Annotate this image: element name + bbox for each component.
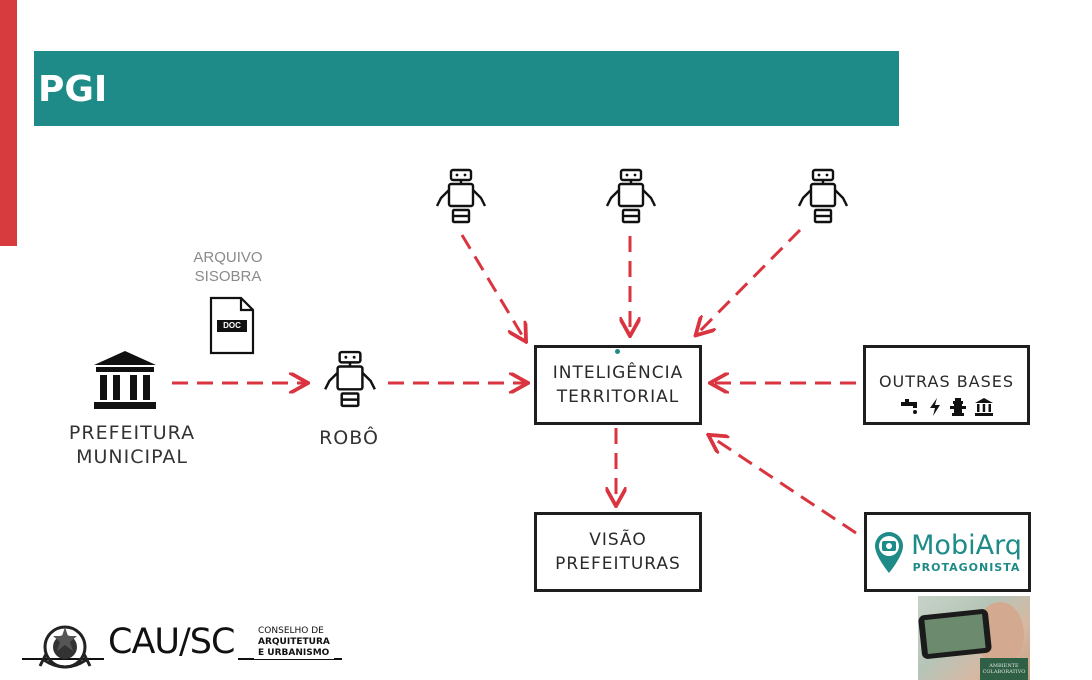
photo-caption-line2: COLABORATIVO	[982, 669, 1026, 675]
prefeitura-label-line1: PREFEITURA	[68, 422, 196, 444]
council-line1: CONSELHO DE	[258, 626, 324, 636]
inteligencia-line1: INTELIGÊNCIA	[552, 363, 684, 383]
arrow-robot1-to-inteligencia	[460, 234, 525, 340]
inteligencia-line2: TERRITORIAL	[556, 387, 680, 407]
title-band: PGI	[34, 51, 899, 126]
outras-bases-icons	[900, 398, 994, 416]
outras-bases-label: OUTRAS BASES	[878, 372, 1015, 391]
visao-prefeituras-box: VISÃO PREFEITURAS	[534, 512, 702, 592]
cau-sc-logo: CAU/SC	[104, 622, 239, 662]
bank-icon	[90, 349, 160, 411]
visao-line2: PREFEITURAS	[555, 554, 681, 574]
phone-shape	[918, 608, 993, 660]
mobiarq-wordmark: MobiArq PROTAGONISTA	[911, 529, 1022, 574]
inteligencia-territorial-box: INTELIGÊNCIA TERRITORIAL	[534, 345, 702, 425]
government-building-icon	[974, 398, 993, 416]
file-label: ARQUIVO SISOBRA	[180, 248, 276, 286]
photo-caption-line1: AMBIENTE	[989, 663, 1019, 669]
council-line3: E URBANISMO	[258, 648, 330, 658]
arrow-robot3-to-inteligencia	[697, 228, 802, 334]
mobiarq-name: MobiArq	[911, 529, 1022, 561]
brasao-emblem-icon	[38, 624, 92, 674]
robot-icon	[605, 168, 657, 226]
mobiarq-box: MobiArq PROTAGONISTA	[864, 512, 1031, 592]
mobiarq-tagline: PROTAGONISTA	[912, 560, 1021, 574]
person-phone-photo: AMBIENTE COLABORATIVO	[918, 596, 1030, 680]
council-line2: ARQUITETURA	[258, 637, 330, 647]
prefeitura-label: PREFEITURA MUNICIPAL	[54, 421, 210, 469]
robot-icon	[323, 350, 377, 410]
arrow-mobiarq-to-inteligencia	[710, 436, 857, 535]
doc-file-icon: DOC	[208, 296, 256, 356]
file-label-line1: ARQUIVO	[193, 249, 263, 266]
water-tap-icon	[900, 399, 917, 414]
left-accent-bar	[0, 0, 17, 246]
page-title: PGI	[38, 69, 108, 110]
connector-dot	[615, 349, 620, 354]
lightning-icon	[929, 398, 940, 416]
phone-screen	[924, 614, 986, 654]
council-name: CONSELHO DE ARQUITETURA E URBANISMO	[254, 626, 334, 659]
doc-icon-text: DOC	[223, 321, 241, 330]
prefeitura-label-line2: MUNICIPAL	[76, 446, 188, 468]
robot-icon	[797, 168, 849, 226]
file-label-line2: SISOBRA	[194, 268, 262, 285]
visao-line1: VISÃO	[589, 530, 647, 550]
robo-label: ROBÔ	[319, 427, 379, 449]
outras-bases-box: OUTRAS BASES	[863, 345, 1030, 425]
robot-icon	[435, 168, 487, 226]
camera-pin-icon	[875, 532, 904, 573]
fire-hydrant-icon	[949, 398, 966, 416]
caption-panel: AMBIENTE COLABORATIVO	[980, 658, 1028, 680]
